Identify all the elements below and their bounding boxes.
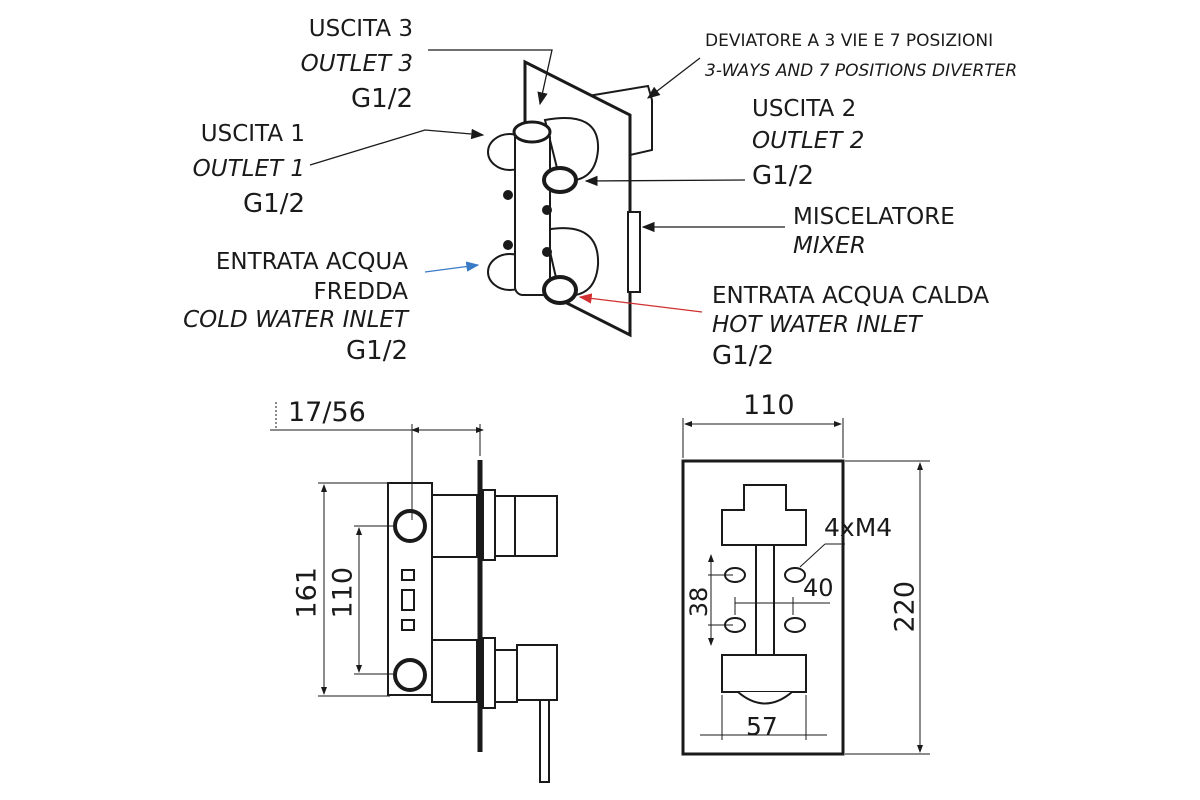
mixer-label-en: MIXER	[793, 233, 866, 259]
outlet2-thread: G1/2	[752, 161, 814, 191]
outlet1-label-en: OUTLET 1	[192, 156, 305, 182]
outlet1-label-it: USCITA 1	[200, 121, 305, 147]
hot-inlet-label-en: HOT WATER INLET	[712, 312, 922, 338]
outlet3-thread: G1/2	[351, 84, 413, 114]
isometric-valve-view	[487, 59, 653, 338]
cold-inlet-thread: G1/2	[346, 336, 408, 366]
outlet2-label-it: USCITA 2	[752, 96, 857, 122]
dim-screw-v-spacing: 38	[685, 586, 713, 618]
hot-inlet-thread: G1/2	[712, 341, 774, 371]
dim-screw-h-spacing: 40	[803, 574, 834, 602]
hot-inlet-label-it: ENTRATA ACQUA CALDA	[712, 283, 990, 309]
diverter-label-it: DEVIATORE A 3 VIE E 7 POSIZIONI	[705, 31, 994, 51]
side-view-dimension-lines	[270, 402, 484, 697]
outlet2-label-en: OUTLET 2	[752, 128, 865, 154]
dim-body-width: 57	[746, 712, 778, 741]
dim-front-width: 110	[743, 390, 795, 421]
dim-front-height: 220	[889, 580, 921, 633]
cold-inlet-label-it-2: FREDDA	[313, 279, 409, 305]
mixer-label-it: MISCELATORE	[793, 204, 955, 230]
cold-inlet-label-en: COLD WATER INLET	[183, 307, 408, 333]
front-view-dimension-lines	[682, 418, 930, 755]
outlet1-thread: G1/2	[243, 189, 305, 219]
cold-inlet-label-it-1: ENTRATA ACQUA	[215, 249, 408, 275]
dim-depth: 17/56	[288, 397, 366, 428]
diverter-label-en: 3-WAYS AND 7 POSITIONS DIVERTER	[705, 61, 1018, 81]
dim-overall-height: 161	[291, 566, 323, 619]
side-view	[387, 460, 558, 783]
outlet3-label-it: USCITA 3	[308, 16, 413, 42]
dim-screws: 4xM4	[824, 513, 893, 542]
dim-inlet-spacing: 110	[327, 566, 359, 619]
outlet3-label-en: OUTLET 3	[300, 51, 413, 77]
leader-arrows	[309, 49, 785, 313]
